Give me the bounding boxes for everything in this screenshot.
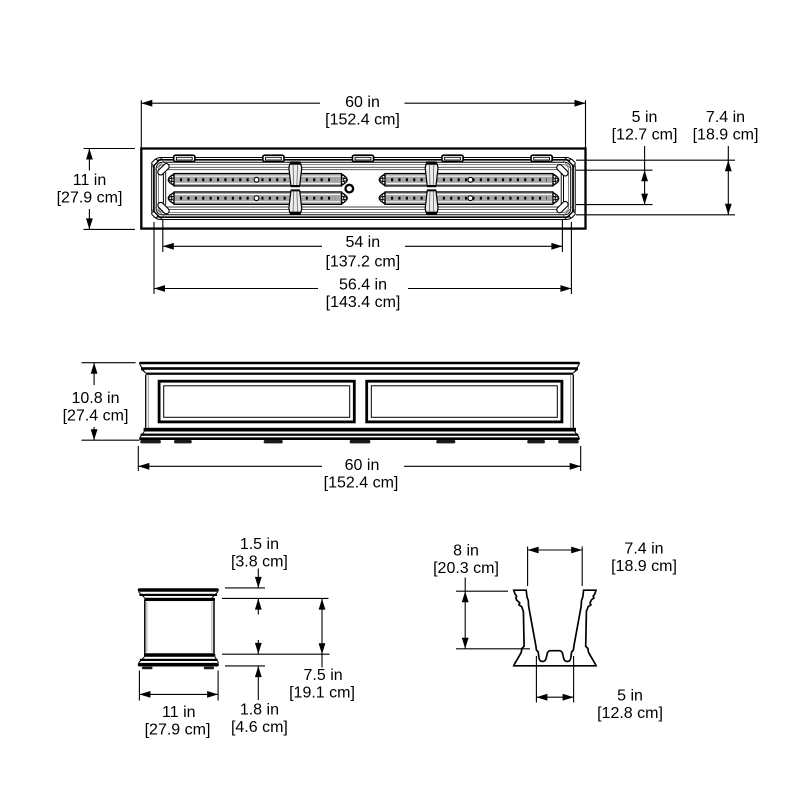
svg-text:56.4 in: 56.4 in <box>339 277 387 294</box>
svg-text:[152.4 cm]: [152.4 cm] <box>324 475 399 492</box>
svg-text:1.5 in: 1.5 in <box>240 536 279 553</box>
svg-text:7.5 in: 7.5 in <box>304 667 343 684</box>
svg-text:54 in: 54 in <box>345 234 380 251</box>
svg-text:7.4 in: 7.4 in <box>706 109 745 126</box>
svg-text:11 in: 11 in <box>162 704 196 721</box>
svg-text:60 in: 60 in <box>345 457 380 474</box>
svg-text:[20.3 cm]: [20.3 cm] <box>433 560 499 577</box>
svg-text:[18.9 cm]: [18.9 cm] <box>693 126 759 143</box>
svg-text:1.8 in: 1.8 in <box>240 702 279 719</box>
svg-text:60 in: 60 in <box>345 94 380 111</box>
svg-text:11 in: 11 in <box>73 172 107 189</box>
svg-text:[12.7 cm]: [12.7 cm] <box>612 126 678 143</box>
svg-text:[18.9 cm]: [18.9 cm] <box>611 558 677 575</box>
svg-text:5 in: 5 in <box>617 687 643 704</box>
svg-text:5 in: 5 in <box>632 109 658 126</box>
svg-text:7.4 in: 7.4 in <box>624 541 663 558</box>
svg-text:[27.9 cm]: [27.9 cm] <box>57 189 123 206</box>
svg-text:[12.8 cm]: [12.8 cm] <box>597 705 663 722</box>
svg-text:8 in: 8 in <box>453 543 479 560</box>
svg-text:[4.6 cm]: [4.6 cm] <box>231 719 288 736</box>
svg-text:[19.1 cm]: [19.1 cm] <box>289 685 355 702</box>
svg-text:[3.8 cm]: [3.8 cm] <box>231 554 288 571</box>
svg-text:[27.9 cm]: [27.9 cm] <box>145 722 211 739</box>
svg-text:[27.4 cm]: [27.4 cm] <box>63 407 129 424</box>
svg-text:[137.2 cm]: [137.2 cm] <box>325 254 400 271</box>
svg-text:[152.4 cm]: [152.4 cm] <box>325 112 400 129</box>
svg-text:[143.4 cm]: [143.4 cm] <box>326 294 401 311</box>
svg-text:10.8 in: 10.8 in <box>71 390 119 407</box>
